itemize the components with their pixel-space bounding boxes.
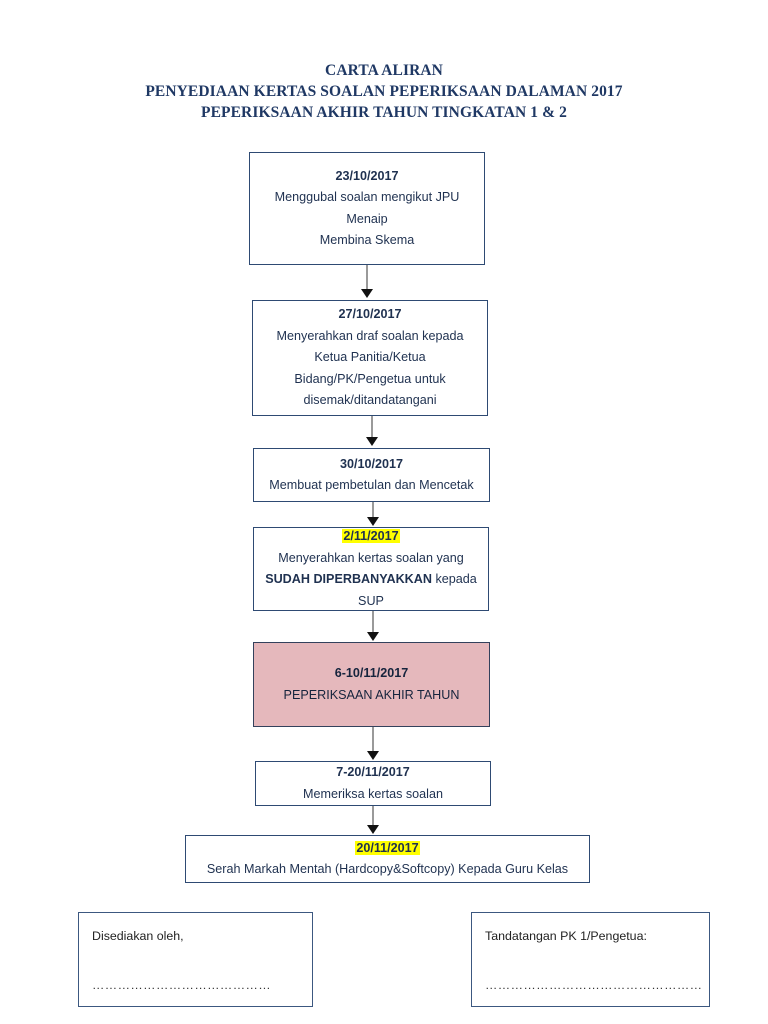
connector-arrow-1 [360,265,374,298]
flow-step-4-date: 2/11/2017 [342,526,400,548]
flow-step-4-line-1: Menyerahkan kertas soalan yang [278,550,464,565]
connector-arrow-5-stem [372,727,374,752]
flow-step-2-line-2: Ketua Panitia/Ketua [314,350,426,365]
title-line-2: PENYEDIAAN KERTAS SOALAN PEPERIKSAAN DAL… [145,83,623,100]
flow-step-7-date-highlight: 20/11/2017 [355,840,420,855]
flow-step-4-line-3: SUP [358,593,384,608]
flow-step-1-line-1: Menggubal soalan mengikut JPU [274,190,460,204]
flow-step-1-date: 23/10/2017 [335,168,399,183]
connector-arrow-1-stem [366,265,368,290]
connector-arrow-6 [366,806,380,834]
flow-step-1-line-2: Menaip [346,211,388,226]
flow-step-1-line-3: Membina Skema [319,233,415,247]
connector-arrow-2-stem [371,416,373,438]
signature-label-pk-principal: Tandatangan PK 1/Pengetua: [485,929,647,943]
connector-arrow-6-stem [372,806,374,826]
flow-step-3-line-1: Membuat pembetulan dan Mencetak [269,478,474,492]
title-line-3: PEPERIKSAAN AKHIR TAHUN TINGKATAN 1 & 2 [201,104,567,121]
flow-step-2-line-3: Bidang/PK/Pengetua untuk [294,371,446,386]
signature-box-prepared-by: Disediakan oleh, …………………………………… [78,912,313,1007]
flow-step-2-date: 27/10/2017 [338,307,402,322]
connector-arrow-2-head [366,437,378,446]
connector-arrow-4-head [367,632,379,641]
connector-arrow-3-stem [372,502,374,518]
flow-step-6: 7-20/11/2017 Memeriksa kertas soalan [255,761,491,806]
flow-step-3: 30/10/2017 Membuat pembetulan dan Mencet… [253,448,490,502]
flow-step-4-date-highlight: 2/11/2017 [342,529,400,543]
connector-arrow-5-head [367,751,379,760]
flow-step-4: 2/11/2017 Menyerahkan kertas soalan yang… [253,527,489,611]
flow-step-7: 20/11/2017 Serah Markah Mentah (Hardcopy… [185,835,590,883]
connector-arrow-4 [366,611,380,641]
flow-step-4-line-2: SUDAH DIPERBANYAKKAN kepada [265,572,477,586]
flow-step-5: 6-10/11/2017 PEPERIKSAAN AKHIR TAHUN [253,642,490,727]
flow-step-7-date: 20/11/2017 [355,838,420,860]
signature-dots-prepared-by: …………………………………… [92,978,272,992]
connector-arrow-6-head [367,825,379,834]
flow-step-7-line-1: Serah Markah Mentah (Hardcopy&Softcopy) … [206,862,569,876]
flow-step-5-line-1: PEPERIKSAAN AKHIR TAHUN [283,687,460,702]
flow-step-1: 23/10/2017 Menggubal soalan mengikut JPU… [249,152,485,265]
signature-label-prepared-by: Disediakan oleh, [92,929,184,943]
flow-step-3-date: 30/10/2017 [339,456,404,471]
flow-step-6-date: 7-20/11/2017 [336,765,410,779]
signature-box-pk-principal: Tandatangan PK 1/Pengetua: …………………………………… [471,912,710,1007]
connector-arrow-4-stem [372,611,374,633]
signature-dots-pk-principal: …………………………………………… [485,978,703,992]
flow-step-2-line-4: disemak/ditandatangani [303,393,437,408]
flow-step-6-line-1: Memeriksa kertas soalan [303,786,443,801]
connector-arrow-5 [366,727,380,760]
connector-arrow-3-head [367,517,379,526]
flow-step-5-date: 6-10/11/2017 [334,666,409,680]
flow-step-2: 27/10/2017 Menyerahkan draf soalan kepad… [252,300,488,416]
connector-arrow-3 [366,502,380,526]
connector-arrow-2 [365,416,379,446]
page-title: CARTA ALIRAN PENYEDIAAN KERTAS SOALAN PE… [0,60,768,123]
flow-step-2-line-1: Menyerahkan draf soalan kepada [276,328,464,343]
title-line-1: CARTA ALIRAN [325,62,443,79]
connector-arrow-1-head [361,289,373,298]
flow-step-4-bold-fragment: SUDAH DIPERBANYAKKAN [265,572,432,586]
